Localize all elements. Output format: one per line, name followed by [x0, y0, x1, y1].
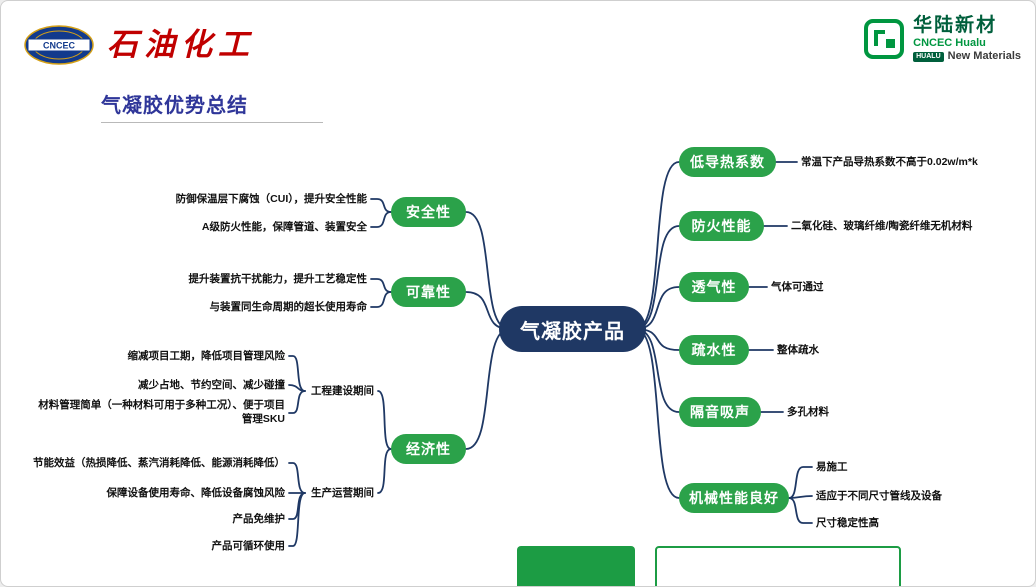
- sublabel-construction-period: 工程建设期间: [311, 385, 374, 397]
- branch-sound-absorption: 隔音吸声: [679, 397, 761, 427]
- hualu-badge: HUALU: [913, 51, 944, 62]
- fire-resistance-item: 二氧化硅、玻璃纤维/陶瓷纤维无机材料: [791, 220, 973, 232]
- reliability-item: 提升装置抗干扰能力，提升工艺稳定性: [188, 273, 368, 285]
- safety-item: 防御保温层下腐蚀（CUI），提升安全性能: [175, 193, 367, 205]
- header-right: 华陆新材 CNCEC Hualu HUALU New Materials: [862, 15, 1021, 63]
- sound-absorption-item: 多孔材料: [787, 406, 829, 418]
- mechanical-item: 尺寸稳定性高: [816, 517, 879, 529]
- header-left: CNCEC 石油化工: [23, 25, 255, 65]
- bottom-green-bar: [517, 546, 635, 586]
- branch-mechanical: 机械性能良好: [679, 483, 789, 513]
- safety-item: A级防火性能，保障管道、装置安全: [201, 221, 367, 233]
- title-underline: [101, 122, 323, 123]
- breathability-item: 气体可通过: [771, 281, 824, 293]
- cncec-logo-text: CNCEC: [43, 41, 76, 51]
- branch-breathability: 透气性: [679, 272, 749, 302]
- branch-reliability: 可靠性: [391, 277, 466, 307]
- center-node: 气凝胶产品: [499, 306, 646, 352]
- hydrophobicity-item: 整体疏水: [777, 344, 819, 356]
- cncec-logo-icon: CNCEC: [24, 25, 94, 65]
- branch-hydrophobicity: 疏水性: [679, 335, 749, 365]
- construction-item: 缩减项目工期，降低项目管理风险: [127, 350, 286, 362]
- hualu-logo-icon: [864, 19, 905, 60]
- mechanical-item: 易施工: [816, 461, 848, 473]
- low-thermal-item: 常温下产品导热系数不高于0.02w/m*k: [801, 156, 978, 168]
- hualu-name: 华陆新材: [913, 15, 998, 36]
- branch-low-thermal-conductivity: 低导热系数: [679, 147, 776, 177]
- construction-item: 材料管理简单（一种材料可用于多种工况）、便于项目管理SKU: [38, 399, 285, 425]
- brand-calligraphy: 石油化工: [107, 26, 255, 63]
- construction-item: 减少占地、节约空间、减少碰撞: [138, 379, 285, 391]
- page-title: 气凝胶优势总结: [101, 95, 248, 117]
- operation-item: 产品免维护: [232, 513, 286, 525]
- operation-item: 产品可循环使用: [211, 540, 286, 552]
- operation-item: 节能效益（热损降低、蒸汽消耗降低、能源消耗降低）: [33, 457, 285, 469]
- operation-item: 保障设备使用寿命、降低设备腐蚀风险: [106, 487, 286, 499]
- bottom-outlined-box: [655, 546, 901, 586]
- hualu-logo-text: 华陆新材 CNCEC Hualu HUALU New Materials: [913, 15, 1021, 63]
- branch-economy: 经济性: [391, 434, 466, 464]
- branch-safety: 安全性: [391, 197, 466, 227]
- hualu-sub: CNCEC Hualu: [913, 36, 986, 49]
- mechanical-item: 适应于不同尺寸管线及设备: [816, 490, 942, 502]
- hualu-tagline: New Materials: [947, 50, 1021, 63]
- reliability-item: 与装置同生命周期的超长使用寿命: [209, 301, 368, 313]
- branch-fire-resistance: 防火性能: [679, 211, 764, 241]
- sublabel-operation-period: 生产运营期间: [311, 487, 374, 499]
